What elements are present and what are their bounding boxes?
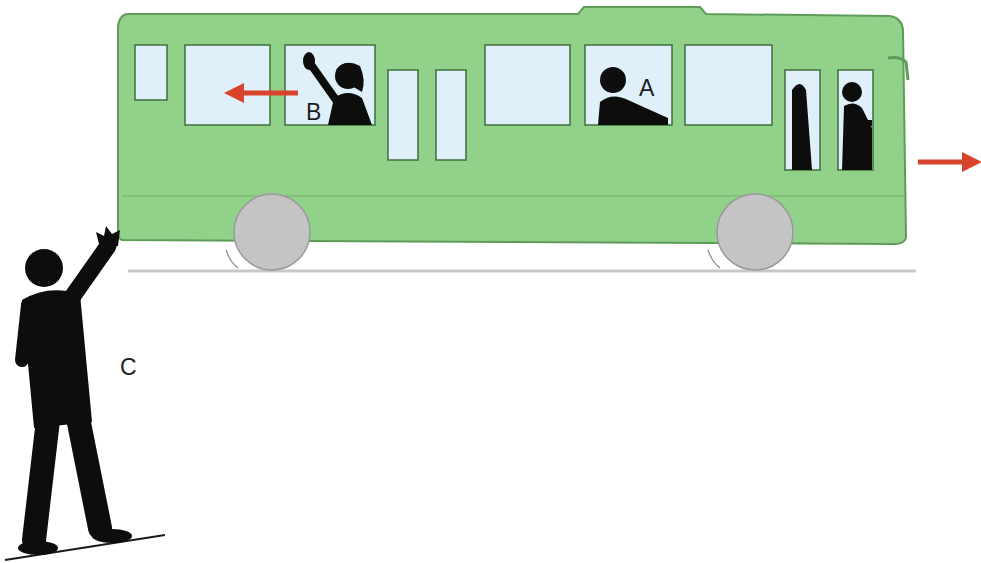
- door-figure: [792, 84, 812, 170]
- observer-hand: [96, 226, 120, 248]
- observer-head: [25, 249, 63, 287]
- driver-body: [842, 103, 872, 170]
- bus-wheel: [717, 194, 793, 270]
- bus-window: [285, 45, 375, 125]
- observer-arm: [70, 246, 108, 300]
- bus-window: [685, 45, 772, 125]
- bus-mirror: [888, 58, 908, 81]
- observer-foot: [18, 541, 58, 555]
- velocity-arrow: [234, 91, 298, 96]
- callout-letter: B: [306, 101, 321, 124]
- passenger-arm: [312, 66, 336, 100]
- bus-window: [585, 45, 672, 125]
- driver-head: [842, 82, 862, 102]
- bus-wheel: [234, 194, 310, 270]
- observer-leg: [34, 420, 48, 540]
- bus-window: [436, 70, 466, 160]
- observer-foot: [92, 529, 132, 543]
- road-line: [128, 270, 916, 273]
- motion-mark: [226, 250, 238, 268]
- passenger-body: [598, 96, 668, 125]
- steering-wheel: [858, 120, 872, 126]
- passenger-hand: [303, 52, 315, 70]
- bus-trim: [122, 195, 904, 197]
- bus-windshield: [838, 70, 873, 170]
- callout-letter: A: [639, 77, 654, 100]
- observer-arm: [22, 305, 28, 360]
- passenger-hair: [336, 63, 364, 92]
- bus-window: [485, 45, 570, 125]
- bus-window: [185, 45, 270, 125]
- bus-window: [135, 45, 167, 100]
- passenger-head: [600, 67, 626, 93]
- bus-window: [388, 70, 418, 160]
- callout-letter: C: [120, 356, 137, 379]
- motion-mark: [708, 250, 720, 268]
- bus-body: [118, 7, 906, 244]
- bus-door-window: [785, 70, 820, 170]
- velocity-arrow: [918, 160, 972, 165]
- observer-leg: [78, 418, 100, 528]
